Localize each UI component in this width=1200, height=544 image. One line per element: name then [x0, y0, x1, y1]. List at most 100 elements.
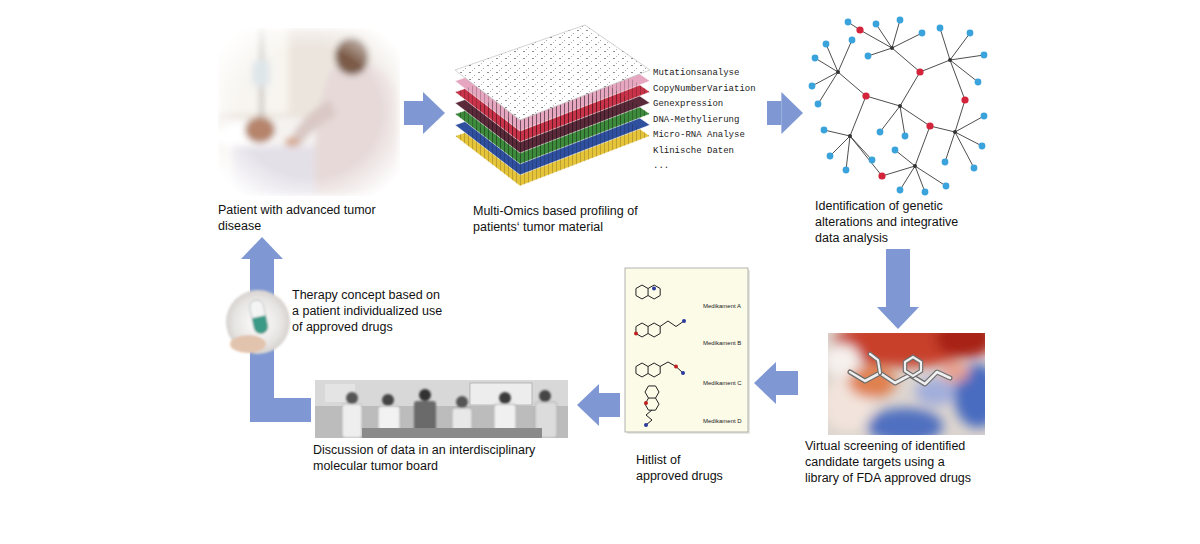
molecule-drawing [674, 365, 678, 369]
process-stage: Identification of genetic alterations an… [805, 18, 990, 246]
pill-photo [252, 315, 269, 335]
omics-label: Mutationsanalyse [653, 68, 739, 78]
gene-network [892, 147, 899, 154]
drug-label: Medikament D [703, 418, 742, 425]
omics-layers [455, 25, 650, 120]
molecule-drawing [660, 362, 683, 373]
patient-photo [216, 28, 400, 196]
drug-label: Medikament A [703, 303, 741, 310]
gene-network [827, 153, 834, 160]
gene-network [922, 189, 929, 196]
molecule-drawing [636, 363, 660, 377]
process-stage: Hitlist of approved drugs [622, 266, 752, 484]
drug-label: Medikament B [703, 340, 741, 347]
flow-arrow [404, 92, 445, 134]
patient-photo [335, 37, 369, 75]
arrow-head [877, 307, 919, 329]
flow-arrow [754, 362, 798, 404]
gene-network [849, 37, 856, 44]
tumor-board-photo [342, 389, 557, 438]
stage-caption: Patient with advanced tumor disease [218, 202, 402, 234]
molecule-drawing [660, 321, 684, 327]
gene-network [913, 164, 917, 168]
arrow-body [886, 249, 910, 307]
pill-photo [226, 290, 290, 354]
molecule-drawing [682, 319, 686, 323]
omics-label: ... [653, 161, 669, 171]
arrow-body [599, 393, 620, 417]
gene-network [919, 30, 926, 37]
arrow-head [754, 362, 776, 404]
stage-caption: Multi-Omics based profiling of patients‘… [473, 203, 673, 235]
tumor-board-photo [362, 428, 542, 438]
tumor-board-photo [499, 392, 511, 404]
docking-surface [870, 354, 880, 373]
hitlist-paper [625, 268, 750, 434]
tumor-board-photo [342, 404, 362, 438]
arrow-head [577, 384, 599, 426]
arrow-head [241, 237, 283, 259]
patient-photo [218, 28, 288, 113]
docking-surface [905, 357, 921, 376]
gene-network [809, 17, 988, 196]
pill-photo [226, 290, 290, 354]
docking-surface [935, 333, 985, 358]
molecule-drawing [636, 285, 660, 299]
gene-network [916, 68, 923, 75]
docking-surface [867, 408, 943, 435]
process-stage: Virtual screening of identified candidat… [800, 332, 995, 486]
gene-network [812, 20, 984, 192]
tumor-board-photo [456, 396, 468, 408]
omics-label: DNA-Methylierung [653, 115, 739, 125]
process-stage: Multi-Omics based profiling of patients‘… [447, 22, 765, 235]
stage-caption: Identification of genetic alterations an… [815, 198, 980, 246]
gene-network [890, 46, 894, 50]
gene-network [953, 130, 957, 134]
docking-surface [905, 357, 921, 376]
patient-photo [216, 28, 400, 196]
tumor-board-photo [419, 389, 431, 401]
process-stage: Discussion of data in an interdisciplina… [313, 380, 575, 474]
pill-photo [248, 299, 269, 335]
docking-surface [828, 344, 860, 376]
stage-caption: Hitlist of approved drugs [636, 452, 736, 484]
pill-photo [248, 299, 269, 335]
tumor-board-photo [470, 383, 532, 405]
edge-label: Therapy concept based on a patient indiv… [292, 287, 449, 335]
molecule-drawing [636, 323, 660, 337]
gene-network [897, 187, 904, 194]
docking-surface [828, 333, 985, 435]
drug-label: Medikament C [703, 380, 742, 387]
gene-network [815, 101, 822, 108]
docking-surface [941, 362, 969, 382]
molecule-drawing [652, 287, 656, 291]
gene-network [967, 30, 974, 37]
omics-layers [455, 25, 650, 186]
tumor-board-photo [539, 390, 551, 402]
gene-network [856, 26, 863, 33]
process-stage: Patient with advanced tumor disease [216, 28, 402, 234]
gene-network [926, 122, 933, 129]
gene-network [961, 96, 968, 103]
omics-label: CopyNumberVariation [653, 84, 756, 94]
gene-network [812, 55, 819, 62]
stage-caption: Discussion of data in an interdisciplina… [313, 442, 575, 474]
molecule-drawing [634, 332, 638, 336]
omics-label: Micro-RNA Analyse [653, 130, 745, 140]
omics-label: Klinische Daten [653, 146, 734, 156]
gene-network [873, 21, 880, 28]
patient-photo [218, 28, 400, 196]
molecule-drawing [646, 410, 652, 425]
arrow-head [781, 92, 803, 134]
gene-network [869, 157, 876, 164]
gene-network [902, 133, 909, 140]
gene-network [975, 79, 982, 86]
gene-network [836, 46, 957, 168]
docking-surface [828, 333, 985, 435]
gene-network [823, 41, 830, 48]
hitlist-paper [625, 268, 748, 432]
omics-label: Genexpression [653, 99, 723, 109]
